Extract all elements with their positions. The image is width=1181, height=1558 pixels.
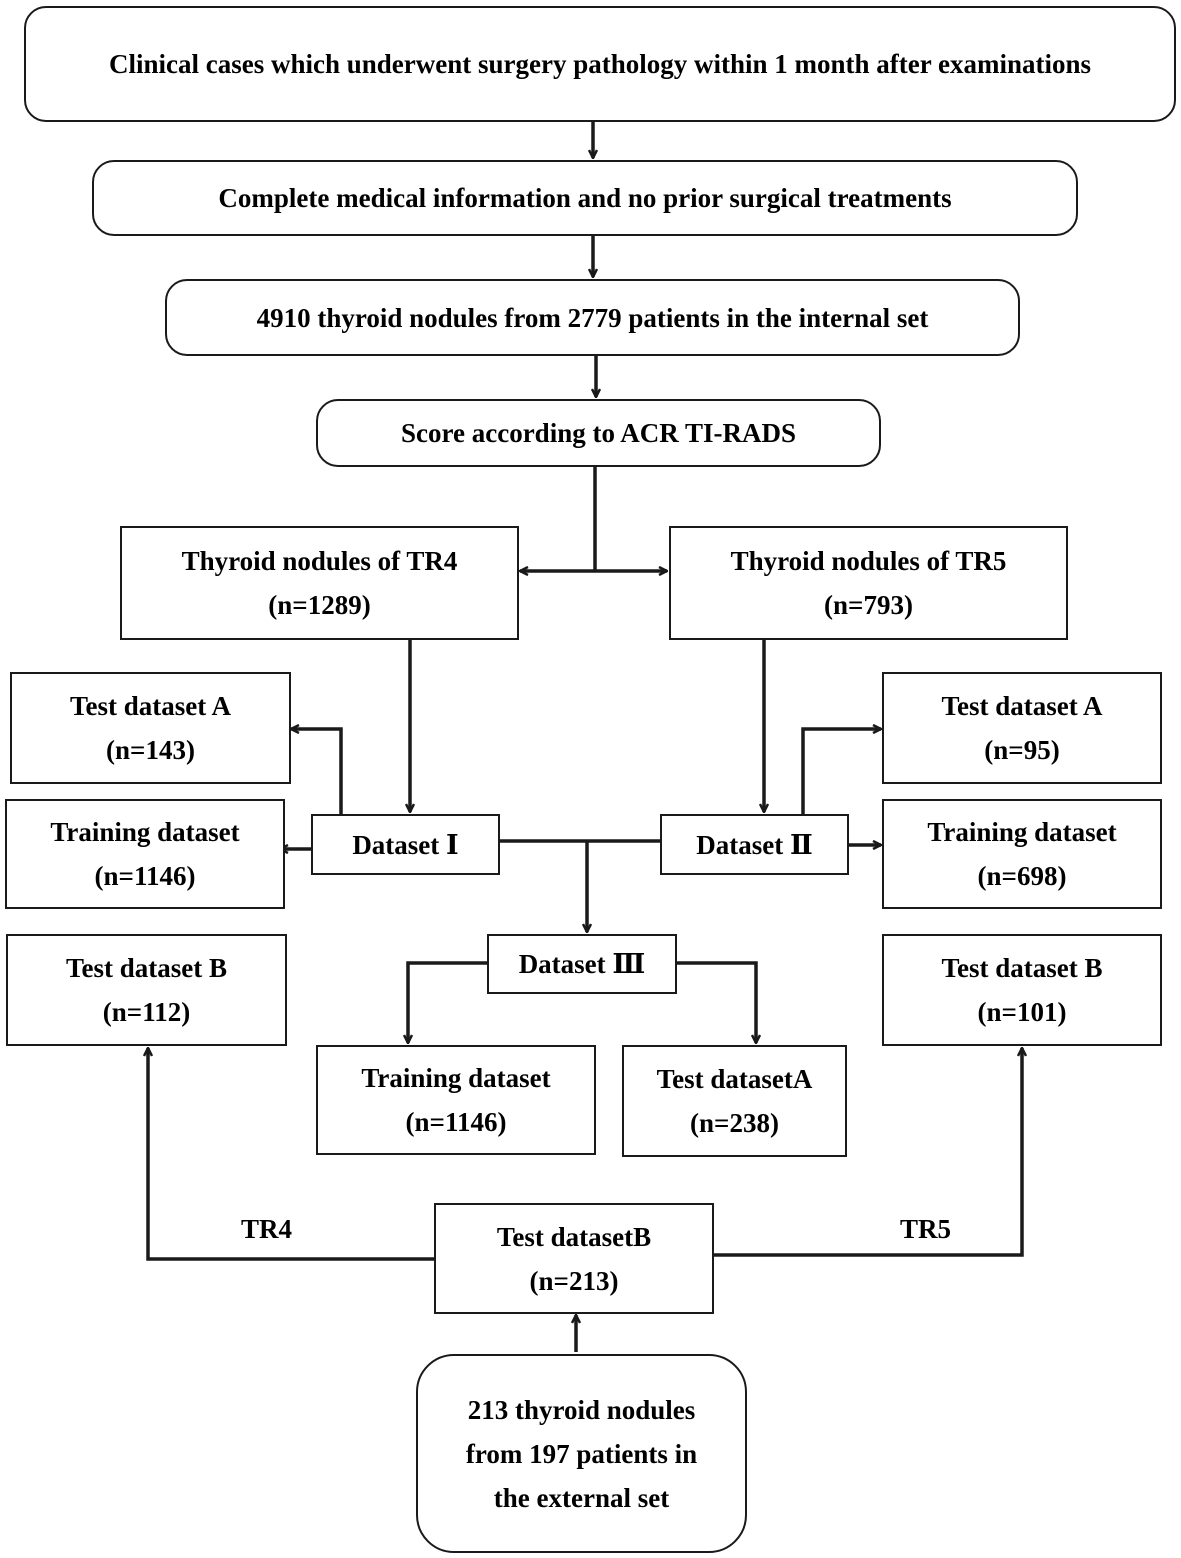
mid-training-box: Training dataset (n=1146) (316, 1045, 596, 1155)
edge-label-tr4: TR4 (241, 1214, 293, 1244)
right-test-a-title: Test dataset A (941, 691, 1103, 721)
tr4-nodules-count: (n=1289) (268, 590, 371, 620)
left-training-box: Training dataset (n=1146) (5, 799, 285, 909)
arrow-dataset2-to-test-a (801, 729, 881, 814)
tr5-nodules-count: (n=793) (824, 590, 913, 620)
mid-test-a-count: (n=238) (690, 1108, 779, 1138)
tr4-nodules-box: Thyroid nodules of TR4 (n=1289) (120, 526, 519, 640)
right-training-count: (n=698) (977, 861, 1067, 891)
left-training-title: Training dataset (50, 817, 240, 847)
arrow-test-b-to-tr4-test-b (148, 1048, 434, 1261)
external-test-b-title: Test datasetB (496, 1221, 652, 1252)
dataset-1-label: Dataset Ⅰ (352, 829, 459, 860)
left-test-a-box: Test dataset A (n=143) (10, 672, 291, 784)
right-test-b-box: Test dataset B (n=101) (882, 934, 1162, 1046)
left-training-count: (n=1146) (94, 861, 196, 891)
edge-label-tr5: TR5 (900, 1214, 952, 1244)
internal-set-box: 4910 thyroid nodules from 2779 patients … (165, 279, 1020, 356)
external-set-box: 213 thyroid nodules from 197 patients in… (416, 1354, 747, 1553)
right-test-a-box: Test dataset A (n=95) (882, 672, 1162, 784)
external-test-b-count: (n=213) (529, 1265, 619, 1296)
mid-training-title: Training dataset (361, 1063, 551, 1093)
tr4-nodules-title: Thyroid nodules of TR4 (181, 546, 458, 576)
external-set-line-3: the external set (493, 1482, 670, 1513)
left-test-b-count: (n=112) (102, 997, 191, 1027)
arrow-test-b-to-tr5-test-b (714, 1048, 1022, 1257)
right-training-title: Training dataset (927, 817, 1117, 847)
complete-info-text: Complete medical information and no prio… (218, 183, 952, 213)
clinical-cases-box: Clinical cases which underwent surgery p… (24, 6, 1176, 122)
dataset-1-box: Dataset Ⅰ (311, 814, 500, 875)
dataset-3-box: Dataset Ⅲ (487, 934, 677, 994)
arrow-dataset3-to-test-a (676, 961, 756, 1043)
dataset-2-label: Dataset Ⅱ (696, 829, 813, 860)
external-set-line-2: from 197 patients in (465, 1438, 698, 1469)
arrow-dataset3-to-training (408, 961, 488, 1043)
right-test-b-title: Test dataset B (941, 953, 1103, 983)
dataset-2-box: Dataset Ⅱ (660, 814, 849, 875)
internal-set-text: 4910 thyroid nodules from 2779 patients … (256, 302, 929, 333)
clinical-cases-text: Clinical cases which underwent surgery p… (108, 49, 1092, 79)
mid-test-a-box: Test datasetA (n=238) (622, 1045, 847, 1157)
score-box: Score according to ACR TI-RADS (316, 399, 881, 467)
left-test-a-title: Test dataset A (69, 691, 231, 721)
dataset-3-label: Dataset Ⅲ (518, 949, 646, 979)
mid-training-count: (n=1146) (405, 1107, 507, 1137)
tr5-nodules-title: Thyroid nodules of TR5 (730, 546, 1007, 576)
external-test-b-box: Test datasetB (n=213) (434, 1203, 714, 1314)
external-set-line-1: 213 thyroid nodules (467, 1394, 696, 1425)
left-test-a-count: (n=143) (106, 735, 195, 765)
score-text: Score according to ACR TI-RADS (401, 418, 796, 448)
complete-info-box: Complete medical information and no prio… (92, 160, 1078, 236)
left-test-b-title: Test dataset B (65, 953, 227, 983)
left-test-b-box: Test dataset B (n=112) (6, 934, 287, 1046)
arrow-dataset1-to-test-a (291, 729, 343, 814)
right-test-a-count: (n=95) (984, 735, 1060, 765)
right-test-b-count: (n=101) (977, 997, 1067, 1027)
mid-test-a-title: Test datasetA (656, 1064, 813, 1094)
tr5-nodules-box: Thyroid nodules of TR5 (n=793) (669, 526, 1068, 640)
right-training-box: Training dataset (n=698) (882, 799, 1162, 909)
